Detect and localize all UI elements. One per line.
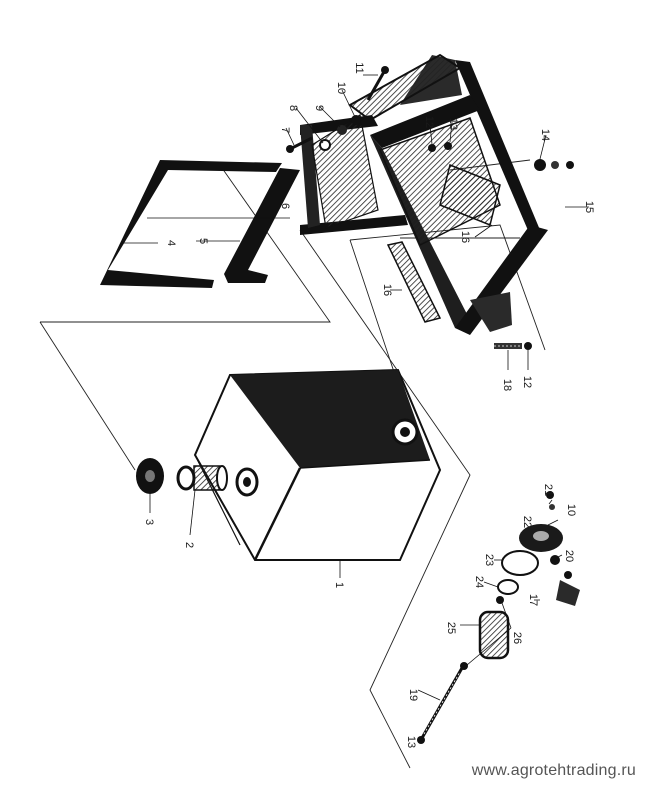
part-label-23: 23 — [483, 554, 495, 566]
part-label-5: 5 — [197, 238, 209, 244]
part-label-12-lower: 12 — [521, 376, 533, 388]
part-label-13-top: 13 — [447, 118, 459, 130]
filler-cap-3 — [136, 458, 164, 494]
fuel-tank-1 — [193, 368, 442, 561]
part-label-25: 25 — [445, 622, 457, 634]
nut-12-lower — [524, 342, 532, 350]
part-label-3: 3 — [143, 519, 155, 525]
part-label-16-left: 16 — [381, 284, 393, 296]
part-label-26: 26 — [511, 632, 523, 644]
part-label-16-right: 16 — [459, 231, 471, 243]
part-label-10-top: 10 — [335, 82, 347, 94]
center-bolt-19 — [417, 667, 464, 744]
part-label-24: 24 — [473, 576, 485, 588]
part-label-18: 18 — [501, 379, 513, 391]
gasket-23 — [501, 550, 539, 576]
rod-18 — [494, 343, 522, 349]
bleed-screw-21 — [546, 491, 555, 510]
watermark-text: www.agrotehtrading.ru — [471, 762, 636, 779]
nut-12-top — [428, 144, 436, 152]
strip-16 — [386, 241, 442, 323]
filler-strainer-2 — [176, 465, 228, 491]
frame-bar-5 — [224, 168, 300, 283]
part-label-21: 21 — [542, 484, 554, 496]
filter-housing-22 — [519, 524, 563, 552]
frame-bar-4 — [100, 160, 282, 288]
part-label-6: 6 — [279, 203, 291, 209]
part-labels: 4 5 6 7 8 9 10 11 12 13 14 15 16 16 18 1… — [143, 62, 595, 748]
part-label-2: 2 — [183, 542, 195, 548]
part-label-1: 1 — [333, 582, 345, 588]
part-label-22: 22 — [521, 516, 533, 528]
part-label-12-top: 12 — [423, 116, 435, 128]
filter-element-25 — [478, 610, 510, 660]
union-17 — [556, 571, 580, 606]
part-label-15: 15 — [583, 201, 595, 213]
part-label-7: 7 — [279, 127, 291, 133]
part-label-8: 8 — [287, 105, 299, 111]
part-label-9: 9 — [313, 105, 325, 111]
part-label-11: 11 — [353, 62, 365, 73]
nut-10 — [351, 115, 361, 125]
part-label-4: 4 — [165, 240, 177, 246]
o-ring-24 — [497, 579, 519, 595]
tank-outlet-fitting — [391, 418, 419, 446]
part-label-20: 20 — [563, 550, 575, 562]
bolt-7 — [286, 136, 313, 153]
bracket-frame-15 — [300, 53, 548, 335]
bolt-14 — [534, 159, 574, 171]
part-label-17: 17 — [527, 594, 539, 606]
bolt-11 — [366, 66, 389, 101]
part-label-19: 19 — [407, 689, 419, 701]
part-label-13-lower: 13 — [405, 736, 417, 748]
label-ticks — [122, 74, 589, 701]
filler-neck-ring — [235, 467, 259, 497]
part-label-14: 14 — [539, 129, 551, 141]
nut-13-top — [444, 142, 452, 150]
part-label-10-lower: 10 — [565, 504, 577, 516]
washer-9 — [337, 125, 347, 135]
